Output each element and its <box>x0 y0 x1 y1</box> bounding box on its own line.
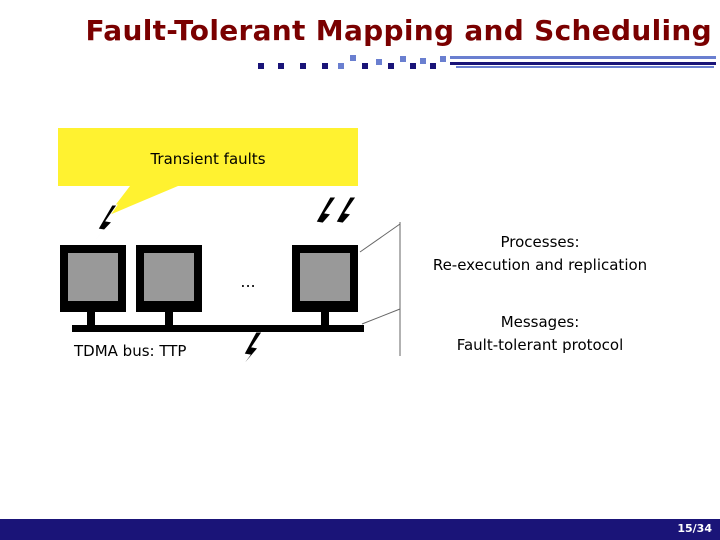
node-2 <box>136 245 202 327</box>
transient-faults-callout <box>58 128 358 216</box>
processes-text: Re-execution and replication <box>433 256 647 274</box>
bus-label: TDMA bus: TTP <box>73 342 186 360</box>
node-1 <box>60 245 126 327</box>
title-decoration-squares <box>258 55 716 69</box>
messages-pointer-line <box>361 308 401 325</box>
lightning-bolt-icon <box>307 196 337 241</box>
processes-heading: Processes: <box>501 233 580 251</box>
lightning-bolt-icon <box>327 196 357 241</box>
node-n <box>292 245 358 327</box>
tdma-bus <box>72 325 364 332</box>
ellipsis-text: ... <box>240 272 255 291</box>
messages-heading: Messages: <box>501 313 580 331</box>
page-number: 15/34 <box>677 522 712 535</box>
processes-pointer-line <box>359 223 401 253</box>
messages-text: Fault-tolerant protocol <box>457 336 624 354</box>
callout-text: Transient faults <box>149 150 265 168</box>
footer-bar: 15/34 <box>0 519 720 540</box>
lightning-bolt-icon <box>89 204 118 246</box>
lightning-bolt-icon <box>235 331 263 375</box>
slide-title: Fault-Tolerant Mapping and Scheduling <box>85 14 712 47</box>
